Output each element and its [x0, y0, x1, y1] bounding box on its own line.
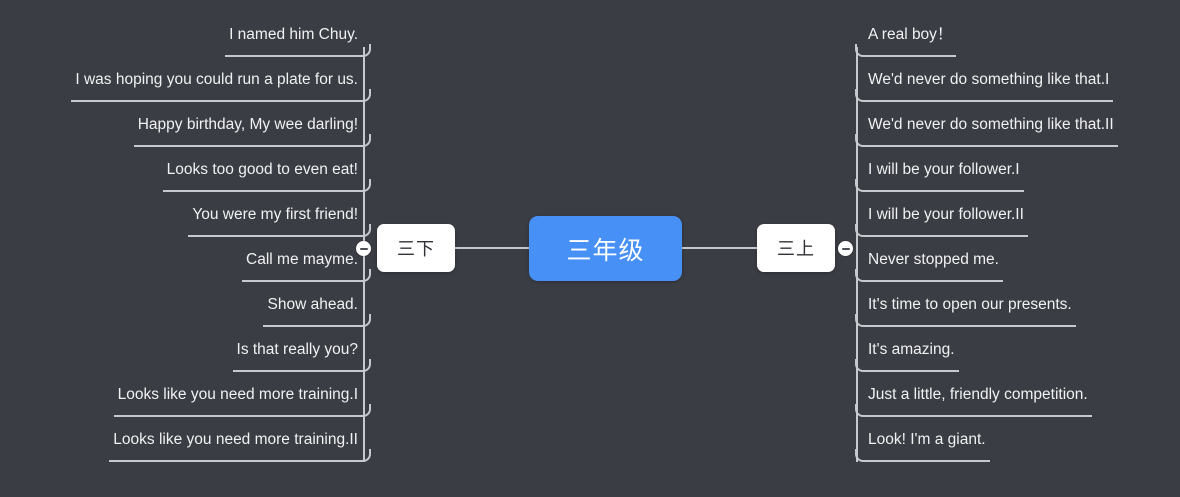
leaf-item[interactable]: It's time to open our presents. — [855, 292, 1076, 337]
leaf-item-label: I was hoping you could run a plate for u… — [75, 71, 358, 88]
leaf-elbow-connector — [360, 449, 371, 462]
leaf-item-label: It's time to open our presents. — [868, 296, 1072, 313]
leaf-underline — [864, 100, 1113, 102]
leaf-item[interactable]: A real boy！ — [855, 22, 956, 67]
leaf-item-label: Show ahead. — [267, 296, 359, 313]
leaf-elbow-connector — [855, 314, 866, 327]
leaf-item[interactable]: Call me mayme. — [242, 247, 371, 292]
leaf-item[interactable]: I will be your follower.I — [855, 157, 1024, 202]
collapse-toggle-left[interactable] — [356, 241, 371, 256]
leaf-underline — [114, 415, 362, 417]
leaf-underline — [242, 280, 362, 282]
leaf-item-label: I named him Chuy. — [229, 26, 358, 43]
leaf-underline — [864, 280, 1003, 282]
leaf-item-label: Looks like you need more training.I — [117, 386, 358, 403]
leaf-item-label: A real boy！ — [868, 26, 953, 43]
leaf-item-label: Looks too good to even eat! — [166, 161, 358, 178]
leaf-elbow-connector — [360, 404, 371, 417]
leaf-item-label: Just a little, friendly competition. — [868, 386, 1088, 403]
leaf-underline — [864, 325, 1076, 327]
root-node-label: 三年级 — [566, 236, 645, 265]
branch-node-right[interactable]: 三上 — [757, 224, 835, 272]
link-root-to-left-branch — [455, 247, 529, 249]
leaf-underline — [864, 190, 1024, 192]
leaf-elbow-connector — [360, 359, 371, 372]
leaf-elbow-connector — [360, 269, 371, 282]
leaf-item-label: Is that really you? — [236, 341, 358, 358]
leaf-elbow-connector — [855, 224, 866, 237]
leaf-elbow-connector — [855, 179, 866, 192]
leaf-item-label: We'd never do something like that.I — [868, 71, 1110, 88]
link-root-to-right-branch — [682, 247, 757, 249]
leaf-underline — [233, 370, 362, 372]
leaf-item[interactable]: Show ahead. — [263, 292, 371, 337]
leaf-underline — [225, 55, 362, 57]
branch-node-left[interactable]: 三下 — [377, 224, 455, 272]
leaf-underline — [864, 415, 1092, 417]
leaf-underline — [109, 460, 362, 462]
leaf-elbow-connector — [855, 269, 866, 282]
leaf-elbow-connector — [855, 44, 866, 57]
leaf-elbow-connector — [360, 44, 371, 57]
leaf-item-label: Call me mayme. — [246, 251, 358, 268]
leaf-elbow-connector — [360, 224, 371, 237]
minus-icon — [841, 247, 850, 250]
leaf-underline — [864, 145, 1118, 147]
leaf-underline — [864, 55, 956, 57]
leaf-item[interactable]: Is that really you? — [233, 337, 371, 382]
leaf-item-label: I will be your follower.II — [868, 206, 1024, 223]
leaf-elbow-connector — [855, 404, 866, 417]
leaf-item[interactable]: Looks too good to even eat! — [163, 157, 371, 202]
leaf-item[interactable]: Happy birthday, My wee darling! — [134, 112, 371, 157]
leaf-elbow-connector — [360, 314, 371, 327]
leaf-item-label: Happy birthday, My wee darling! — [137, 116, 358, 133]
leaf-item[interactable]: I was hoping you could run a plate for u… — [71, 67, 371, 112]
leaf-underline — [263, 325, 362, 327]
minus-icon — [359, 247, 368, 250]
leaf-item-label: Never stopped me. — [868, 251, 999, 268]
leaf-underline — [134, 145, 362, 147]
leaf-elbow-connector — [855, 359, 866, 372]
leaf-item[interactable]: I will be your follower.II — [855, 202, 1028, 247]
branch-trunk-right — [856, 47, 858, 462]
leaf-item[interactable]: Look! I'm a giant. — [855, 427, 990, 472]
leaf-elbow-connector — [360, 134, 371, 147]
collapse-toggle-right[interactable] — [838, 241, 853, 256]
leaf-item[interactable]: We'd never do something like that.I — [855, 67, 1113, 112]
leaf-item-label: It's amazing. — [868, 341, 955, 358]
leaf-elbow-connector — [360, 179, 371, 192]
branch-node-left-label: 三下 — [397, 239, 435, 259]
leaf-item[interactable]: Never stopped me. — [855, 247, 1003, 292]
leaf-underline — [163, 190, 362, 192]
leaf-item[interactable]: Just a little, friendly competition. — [855, 382, 1092, 427]
leaf-item[interactable]: Looks like you need more training.II — [109, 427, 371, 472]
leaf-elbow-connector — [855, 134, 866, 147]
leaf-underline — [864, 235, 1028, 237]
leaf-underline — [864, 370, 959, 372]
leaf-item-label: I will be your follower.I — [868, 161, 1020, 178]
leaf-item[interactable]: It's amazing. — [855, 337, 959, 382]
branch-node-right-label: 三上 — [777, 239, 815, 259]
leaf-underline — [864, 460, 990, 462]
leaf-elbow-connector — [360, 89, 371, 102]
leaf-underline — [71, 100, 362, 102]
leaf-item-label: Look! I'm a giant. — [868, 431, 986, 448]
leaf-item-label: Looks like you need more training.II — [113, 431, 358, 448]
leaf-underline — [188, 235, 362, 237]
leaf-item[interactable]: I named him Chuy. — [225, 22, 371, 67]
leaf-elbow-connector — [855, 449, 866, 462]
leaf-item[interactable]: You were my first friend! — [188, 202, 371, 247]
leaf-elbow-connector — [855, 89, 866, 102]
leaf-item-label: You were my first friend! — [192, 206, 358, 223]
root-node[interactable]: 三年级 — [529, 216, 682, 281]
leaf-item[interactable]: Looks like you need more training.I — [114, 382, 371, 427]
leaf-item[interactable]: We'd never do something like that.II — [855, 112, 1118, 157]
leaf-item-label: We'd never do something like that.II — [868, 116, 1114, 133]
